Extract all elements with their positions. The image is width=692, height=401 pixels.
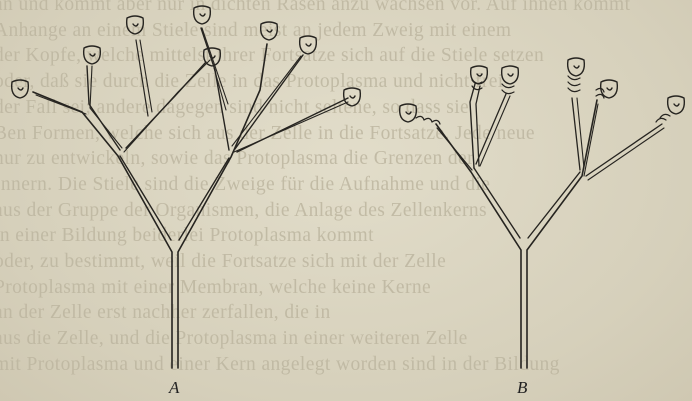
figure-a-heads <box>12 6 361 106</box>
figure-label-b: B <box>517 378 527 398</box>
figure-b-stalk <box>436 84 664 368</box>
figure-label-a: A <box>169 378 179 398</box>
figure-a-stalk <box>33 28 348 368</box>
figure-b-heads <box>400 58 685 124</box>
